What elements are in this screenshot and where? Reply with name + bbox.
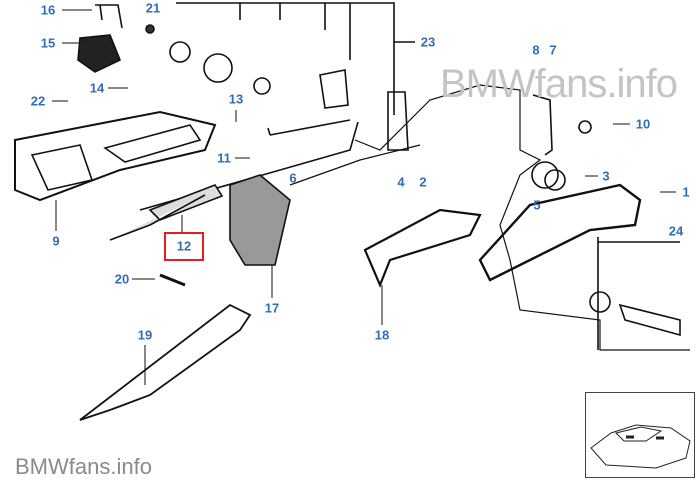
part-label-15[interactable]: 15 (40, 35, 56, 51)
car-outline-icon (590, 424, 691, 469)
part-label-20[interactable]: 20 (114, 271, 130, 287)
part-label-14[interactable]: 14 (89, 80, 105, 96)
car-location-thumbnail[interactable] (585, 392, 695, 478)
part-label-6[interactable]: 6 (289, 170, 297, 186)
part-label-10[interactable]: 10 (635, 116, 651, 132)
watermark-bottom: BMWfans.info (15, 454, 152, 479)
part-label-12[interactable]: 12 (176, 238, 192, 254)
part-label-1[interactable]: 1 (682, 184, 690, 200)
part-label-9[interactable]: 9 (52, 233, 60, 249)
part-label-17[interactable]: 17 (264, 300, 280, 316)
part-label-7[interactable]: 7 (549, 42, 557, 58)
part-label-16[interactable]: 16 (40, 2, 56, 18)
highlight-box (164, 232, 204, 261)
part-label-3[interactable]: 3 (602, 168, 610, 184)
part-label-21[interactable]: 21 (145, 0, 161, 16)
part-label-4[interactable]: 4 (397, 174, 405, 190)
part-label-8[interactable]: 8 (532, 42, 540, 58)
part-label-2[interactable]: 2 (419, 174, 427, 190)
part-label-13[interactable]: 13 (228, 91, 244, 107)
part-label-11[interactable]: 11 (217, 150, 231, 166)
part-label-24[interactable]: 24 (668, 223, 684, 239)
part-label-5[interactable]: 5 (533, 197, 541, 213)
watermark-top: BMWfans.info (440, 62, 678, 106)
part-label-22[interactable]: 22 (30, 93, 46, 109)
part-label-19[interactable]: 19 (137, 327, 153, 343)
part-label-23[interactable]: 23 (420, 34, 436, 50)
part-label-18[interactable]: 18 (374, 327, 390, 343)
